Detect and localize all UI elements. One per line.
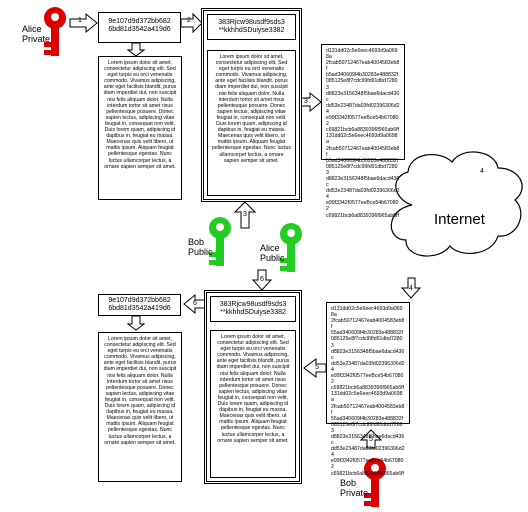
bob-private-label: Bob Private bbox=[340, 478, 368, 498]
step-label-6-left: 6 bbox=[193, 300, 197, 307]
step-label-4-top: 4 bbox=[480, 168, 484, 175]
step-label-6-down: 6 bbox=[260, 276, 264, 283]
bottom-message-text: Lorem ipsum dolor sit amet, consectetur … bbox=[103, 336, 177, 446]
arrow-step-2 bbox=[180, 12, 203, 34]
top-hash-line2: 6bd81d3542a419d6 bbox=[108, 26, 171, 33]
arrow-step-5-left bbox=[303, 358, 327, 378]
arrow-step-1 bbox=[69, 12, 98, 34]
alice-private-key-icon bbox=[44, 7, 66, 56]
alice-public-label: Alice Public bbox=[260, 243, 285, 263]
top-hash-line1: 9e107d9d372bb682 bbox=[108, 18, 171, 25]
bottom-encrypted-hash-line2: **kkhhdSDuiyse3382 bbox=[220, 309, 286, 316]
top-hash-box: 9e107d9d372bb682 6bd81d3542a419d6 bbox=[98, 12, 181, 43]
internet-label: Internet bbox=[434, 211, 485, 228]
bottom-hash-line2: 6bd81d3542a419d6 bbox=[108, 305, 171, 312]
step-label-2: 2 bbox=[187, 17, 191, 24]
bob-private-label-line2: Private bbox=[340, 488, 369, 498]
alice-public-label-line1: Alice bbox=[260, 243, 280, 253]
bottom-signed-container: 383Rjcw98usdf9sds3 **kkhhdSDuiyse3382 Lo… bbox=[204, 290, 302, 484]
step-label-3-up: 3 bbox=[243, 211, 247, 218]
bob-public-label: Bob Public bbox=[188, 237, 213, 257]
bob-private-label-line1: Bob bbox=[340, 478, 357, 488]
alice-private-label-line2: Private bbox=[22, 34, 51, 44]
step-label-1: 1 bbox=[78, 17, 82, 24]
arrow-hash-to-message bbox=[126, 42, 146, 57]
alice-private-label: Alice Private bbox=[22, 24, 50, 44]
bob-public-label-line1: Bob bbox=[188, 237, 205, 247]
bottom-encrypted-hash-line1: 383Rjcw98usdf9sds3 bbox=[219, 301, 287, 308]
top-encrypted-hash-line1: 383Rjcw98usdf9sds3 bbox=[218, 19, 285, 26]
step-label-4-bottom: 4 bbox=[409, 285, 413, 292]
bob-public-key-icon bbox=[209, 217, 231, 266]
alice-public-label-line2: Public bbox=[260, 253, 285, 263]
top-signed-message-text: Lorem ipsum dolor sit amet, consectetur … bbox=[211, 54, 292, 164]
arrow-bottom-hash-to-message bbox=[126, 315, 146, 331]
bottom-signed-message-text: Lorem ipsum dolor sit amet, consectetur … bbox=[216, 334, 290, 444]
top-message-box: Lorem ipsum dolor sit amet, consectetur … bbox=[98, 56, 182, 200]
arrow-step-6-left bbox=[183, 293, 206, 315]
internet-cloud-icon bbox=[390, 151, 523, 257]
bob-public-label-line2: Public bbox=[188, 247, 213, 257]
alice-private-label-line1: Alice bbox=[22, 24, 42, 34]
bottom-message-box: Lorem ipsum dolor sit amet, consectetur … bbox=[98, 332, 182, 482]
bottom-encrypted-hash-box: 383Rjcw98usdf9sds3 **kkhhdSDuiyse3382 bbox=[210, 296, 296, 322]
arrow-step-5-up bbox=[359, 429, 383, 449]
step-label-3-right: 3 bbox=[304, 98, 308, 105]
bob-private-key-icon bbox=[364, 458, 386, 507]
top-encrypted-hash-box: 383Rjcw98usdf9sds3 **kkhhdSDuiyse3382 bbox=[207, 14, 296, 40]
arrow-step-4-bottom bbox=[400, 277, 422, 299]
bottom-ciphertext-text: d131dd02c5e6eec4693d9a0698a 2fcab5071246… bbox=[331, 306, 405, 477]
arrow-step-3-up bbox=[233, 201, 257, 229]
bottom-ciphertext-box: d131dd02c5e6eec4693d9a0698a 2fcab5071246… bbox=[326, 302, 410, 477]
arrow-step-6-down bbox=[251, 269, 273, 291]
step-label-5-left: 5 bbox=[315, 364, 319, 371]
step-label-5-up: 5 bbox=[369, 436, 373, 443]
top-encrypted-hash-line2: **kkhhdSDuiyse3382 bbox=[218, 27, 285, 34]
bottom-hash-line1: 9e107d9d372bb682 bbox=[108, 297, 171, 304]
alice-public-key-icon bbox=[280, 223, 302, 272]
top-signed-container: 383Rjcw98usdf9sds3 **kkhhdSDuiyse3382 Lo… bbox=[201, 8, 302, 202]
top-message-text: Lorem ipsum dolor sit amet, consectetur … bbox=[103, 60, 177, 170]
bottom-signed-message-box: Lorem ipsum dolor sit amet, consectetur … bbox=[210, 330, 296, 478]
top-signed-message-box: Lorem ipsum dolor sit amet, consectetur … bbox=[207, 50, 296, 196]
top-ciphertext-text: d131dd02c5e6eec4693d9a0698a 2fcab5071246… bbox=[326, 48, 400, 219]
top-ciphertext-box: d131dd02c5e6eec4693d9a0698a 2fcab5071246… bbox=[321, 44, 405, 219]
bottom-hash-box: 9e107d9d372bb682 6bd81d3542a419d6 bbox=[98, 294, 181, 316]
